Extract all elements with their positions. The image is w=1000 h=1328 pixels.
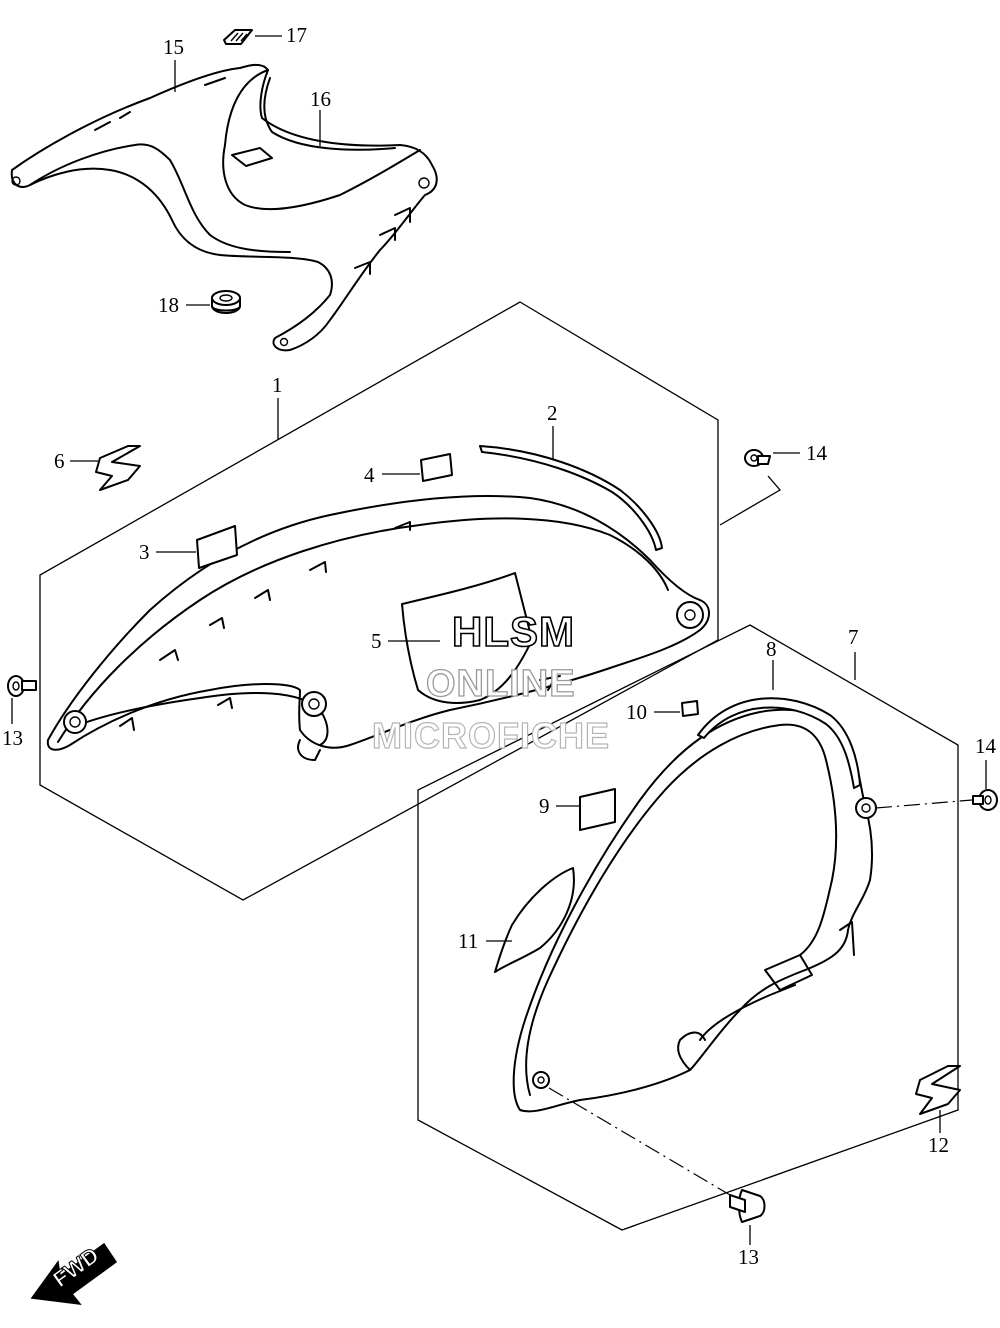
callout-labels: 15 17 16 18 1 2 4 3 5 6 13 14 7 8 10 14 … bbox=[2, 23, 997, 1269]
callout-15: 15 bbox=[163, 35, 184, 59]
callout-12: 12 bbox=[928, 1133, 949, 1157]
upper-inner-cover-part-15[interactable] bbox=[10, 63, 438, 352]
emblem-part-17[interactable] bbox=[223, 29, 253, 45]
callout-8: 8 bbox=[766, 637, 777, 661]
clip-part-14-right[interactable] bbox=[972, 789, 998, 811]
callout-3: 3 bbox=[139, 540, 150, 564]
pad-part-10[interactable] bbox=[681, 700, 699, 717]
grommet-part-18[interactable] bbox=[211, 290, 241, 314]
callout-4: 4 bbox=[364, 463, 375, 487]
watermark-line-3: MICROFICHE bbox=[372, 715, 610, 756]
emblem-part-12[interactable] bbox=[915, 1065, 961, 1115]
screw-part-13-bottom[interactable] bbox=[729, 1189, 766, 1223]
forward-direction-arrow: FWD bbox=[30, 1242, 118, 1305]
pad-part-9[interactable] bbox=[579, 788, 616, 831]
trim-strip-part-8[interactable] bbox=[697, 697, 861, 789]
trim-strip-part-2[interactable] bbox=[479, 445, 663, 551]
callout-6: 6 bbox=[54, 449, 65, 473]
pad-part-4[interactable] bbox=[420, 453, 453, 482]
callout-11: 11 bbox=[458, 929, 478, 953]
group-7-outline bbox=[417, 624, 959, 1231]
callout-2: 2 bbox=[547, 401, 558, 425]
callout-14-right: 14 bbox=[975, 734, 997, 758]
screw-part-13-left[interactable] bbox=[7, 675, 37, 697]
callout-9: 9 bbox=[539, 794, 550, 818]
callout-17: 17 bbox=[286, 23, 307, 47]
side-cover-part-7[interactable] bbox=[512, 708, 877, 1113]
callout-18: 18 bbox=[158, 293, 179, 317]
watermark-line-2: ONLINE bbox=[426, 663, 576, 705]
panel-part-11[interactable] bbox=[494, 867, 575, 973]
fwd-arrow-icon bbox=[30, 1242, 118, 1305]
callout-1: 1 bbox=[272, 373, 283, 397]
callout-14-upper: 14 bbox=[806, 441, 828, 465]
watermark-line-1: HLSM bbox=[452, 608, 575, 655]
callout-13-bottom: 13 bbox=[738, 1245, 759, 1269]
side-cover-part-1[interactable] bbox=[46, 495, 710, 761]
inner-panel-part-5[interactable] bbox=[401, 572, 533, 704]
emblem-part-6[interactable] bbox=[95, 445, 141, 491]
group-1-outline bbox=[39, 301, 719, 901]
pad-part-3[interactable] bbox=[196, 525, 238, 569]
callout-5: 5 bbox=[371, 629, 382, 653]
callout-7: 7 bbox=[848, 625, 859, 649]
watermark: HLSM ONLINE MICROFICHE bbox=[371, 607, 610, 756]
callout-16: 16 bbox=[310, 87, 331, 111]
leader-lines bbox=[11, 35, 987, 1245]
clip-part-14-upper[interactable] bbox=[744, 449, 771, 467]
callout-10: 10 bbox=[626, 700, 647, 724]
callout-13-left: 13 bbox=[2, 726, 23, 750]
